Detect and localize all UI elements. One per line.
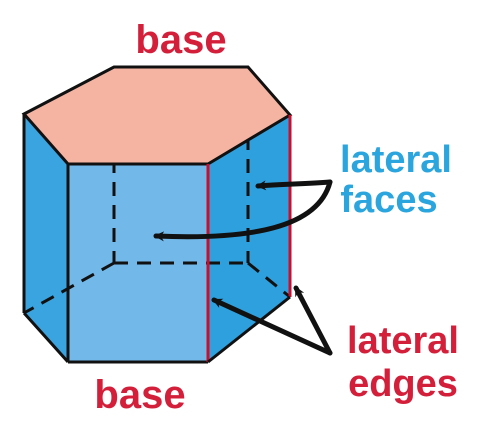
lateral-faces-arrows (153, 179, 333, 242)
lateral-faces-label-line1: lateral (340, 139, 452, 181)
lateral-edges-label-line1: lateral (347, 320, 459, 362)
lateral-edges-arrows (211, 285, 333, 356)
bottom-right-edge (207, 295, 291, 364)
lateral-edges-highlight (206, 115, 292, 362)
visible-edges (22, 114, 208, 364)
top-base-label: base (135, 18, 226, 62)
lateral-edges-label-line2: edges (348, 363, 458, 405)
lateral-faces-label-line2: faces (340, 179, 437, 221)
left-lateral-face (24, 114, 68, 362)
bottom-base-label: base (94, 373, 185, 417)
